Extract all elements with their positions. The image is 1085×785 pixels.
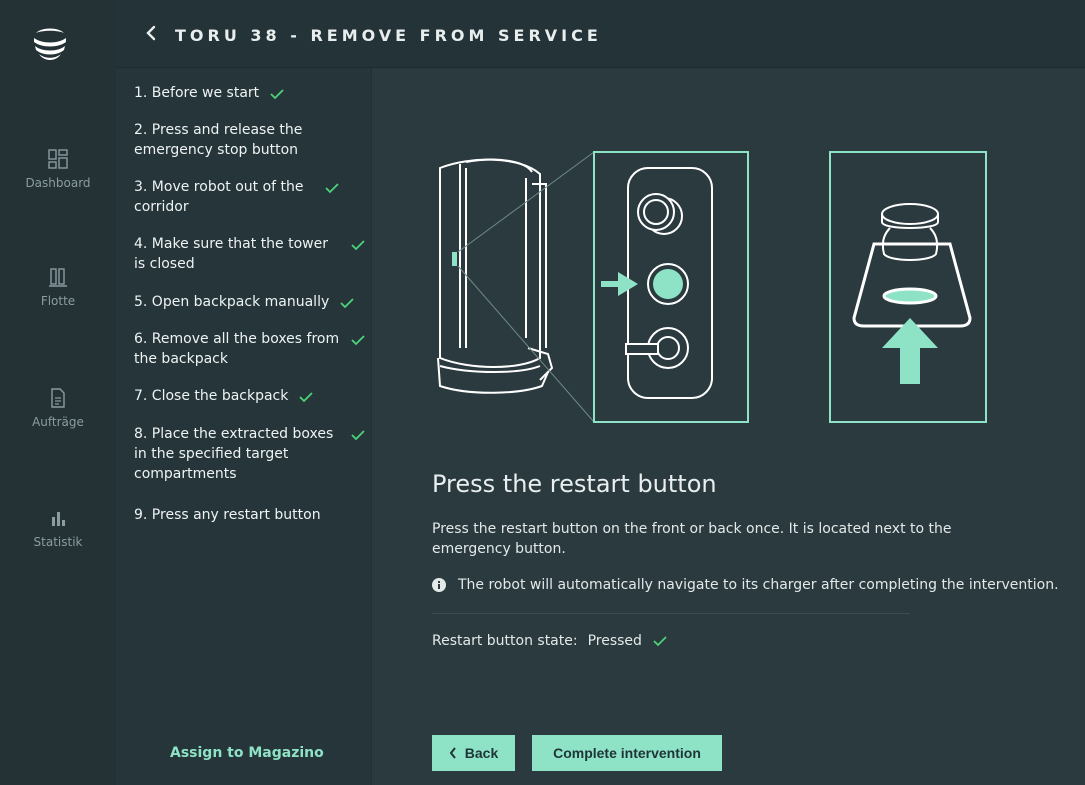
step-item[interactable]: 4. Make sure that the tower is closed — [134, 234, 366, 274]
back-chevron-icon[interactable] — [142, 22, 160, 44]
sidebar-item-flotte[interactable]: Flotte — [0, 266, 116, 308]
step-item[interactable]: 5. Open backpack manually — [134, 292, 366, 312]
assign-to-magazino-link[interactable]: Assign to Magazino — [170, 745, 324, 761]
info-text: The robot will automatically navigate to… — [458, 577, 1059, 593]
step-item[interactable]: 3. Move robot out of the corridor — [134, 177, 366, 217]
step-item[interactable]: 7. Close the backpack — [134, 386, 366, 406]
sidebar-item-label: Aufträge — [32, 415, 84, 429]
step-label: 8. Place the extracted boxes in the spec… — [134, 426, 334, 482]
step-item[interactable]: 6. Remove all the boxes from the backpac… — [134, 329, 366, 369]
page-title: TORU 38 - REMOVE FROM SERVICE — [175, 26, 602, 45]
checkmark-icon — [325, 183, 339, 194]
step-item[interactable]: 9. Press any restart button — [134, 505, 366, 525]
sidebar-item-label: Statistik — [33, 535, 83, 549]
sidebar-item-dashboard[interactable]: Dashboard — [0, 148, 116, 190]
fleet-icon — [49, 268, 67, 287]
checkmark-icon — [351, 430, 365, 441]
complete-intervention-button[interactable]: Complete intervention — [532, 735, 722, 771]
main-content: Press the restart button Press the resta… — [372, 68, 1085, 785]
dashboard-icon — [48, 149, 68, 169]
step-item[interactable]: 8. Place the extracted boxes in the spec… — [134, 424, 366, 484]
step-label: 6. Remove all the boxes from the backpac… — [134, 331, 340, 367]
step-label: 9. Press any restart button — [134, 507, 321, 523]
back-button-label: Back — [464, 745, 499, 761]
step-label: 7. Close the backpack — [134, 388, 289, 404]
divider — [432, 613, 910, 614]
checkmark-icon — [653, 636, 667, 647]
checkmark-icon — [299, 392, 314, 403]
restart-button-illustration — [437, 151, 987, 423]
back-button[interactable]: Back — [432, 735, 515, 771]
statistics-icon — [52, 512, 65, 526]
step-label: 1. Before we start — [134, 85, 260, 101]
sidebar-item-auftraege[interactable]: Aufträge — [0, 387, 116, 429]
orders-icon — [51, 388, 65, 408]
state-value: Pressed — [587, 633, 642, 649]
step-item[interactable]: 1. Before we start — [134, 83, 366, 103]
step-item[interactable]: 2. Press and release the emergency stop … — [134, 120, 314, 160]
restart-button-state: Restart button state: Pressed — [432, 633, 668, 649]
sidebar-item-label: Dashboard — [25, 176, 91, 190]
magazino-logo[interactable] — [30, 24, 70, 64]
step-label: 2. Press and release the emergency stop … — [134, 122, 303, 158]
chevron-left-icon — [449, 747, 456, 759]
checkmark-icon — [351, 335, 365, 346]
info-icon — [432, 578, 446, 592]
step-title: Press the restart button — [432, 470, 717, 498]
sidebar-item-statistik[interactable]: Statistik — [0, 507, 116, 549]
checkmark-icon — [340, 298, 354, 309]
steps-panel: 1. Before we start 2. Press and release … — [116, 68, 372, 785]
step-description: Press the restart button on the front or… — [432, 521, 952, 557]
header: TORU 38 - REMOVE FROM SERVICE — [116, 0, 1085, 68]
step-label: 5. Open backpack manually — [134, 294, 330, 310]
step-label: 3. Move robot out of the corridor — [134, 179, 304, 215]
state-label: Restart button state: — [432, 633, 578, 649]
step-label: 4. Make sure that the tower is closed — [134, 236, 328, 272]
checkmark-icon — [351, 240, 365, 251]
checkmark-icon — [270, 89, 284, 100]
info-note: The robot will automatically navigate to… — [432, 577, 1059, 593]
sidebar: Dashboard Flotte Aufträge Statistik — [0, 0, 116, 785]
sidebar-item-label: Flotte — [40, 294, 76, 308]
